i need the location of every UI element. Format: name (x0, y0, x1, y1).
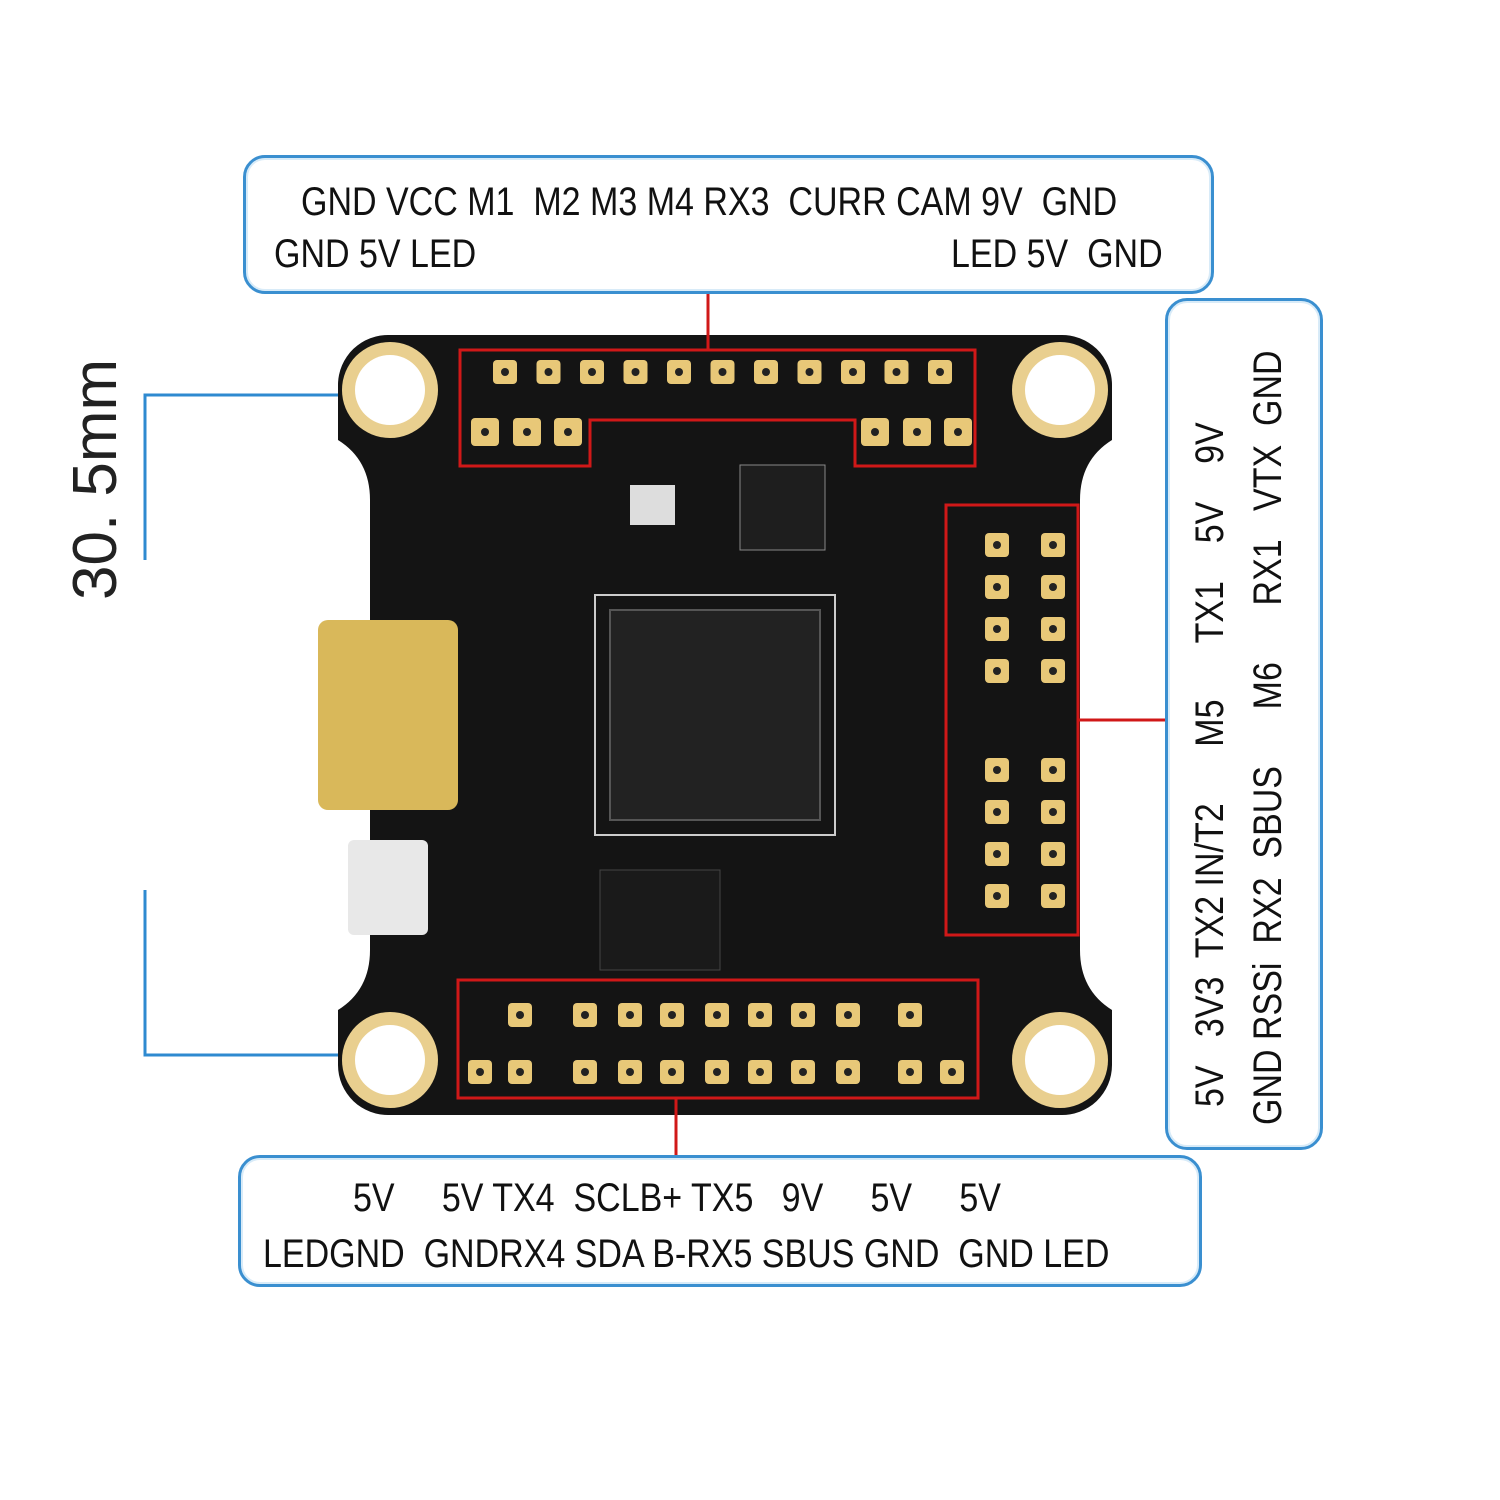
bottom-pinout-label-box: 5V 5V TX4 SCLB+ TX5 9V 5V 5V LEDGND GNDR… (238, 1155, 1202, 1287)
top-labels-row2-left: GND 5V LED (274, 232, 477, 276)
callout-frames (456, 290, 1165, 1155)
usb-c-port (318, 620, 458, 810)
top-labels-row2-right: LED 5V GND (951, 232, 1163, 276)
solder-pads (468, 360, 1065, 1084)
mcu-chip (609, 609, 821, 821)
bottom-labels-row1: 5V 5V TX4 SCLB+ TX5 9V 5V 5V (353, 1176, 1001, 1220)
right-labels-row1: 5V 3V3 TX2 IN/T2 M5 TX1 5V 9V (1188, 422, 1232, 1107)
top-labels-row1: GND VCC M1 M2 M3 M4 RX3 CURR CAM 9V GND (301, 180, 1118, 224)
right-labels-row2: GND RSSi RX2 SBUS M6 RX1 VTX GND (1246, 350, 1290, 1125)
flight-controller-board (318, 334, 1112, 1116)
top-pinout-label-box: GND VCC M1 M2 M3 M4 RX3 CURR CAM 9V GND … (243, 155, 1214, 294)
bottom-labels-row2: LEDGND GNDRX4 SDA B-RX5 SBUS GND GND LED (263, 1232, 1110, 1276)
dimension-label: 30. 5mm (61, 358, 130, 600)
dimension-line (143, 393, 388, 1057)
right-pinout-label-box: 5V 3V3 TX2 IN/T2 M5 TX1 5V 9V GND RSSi R… (1165, 298, 1323, 1150)
